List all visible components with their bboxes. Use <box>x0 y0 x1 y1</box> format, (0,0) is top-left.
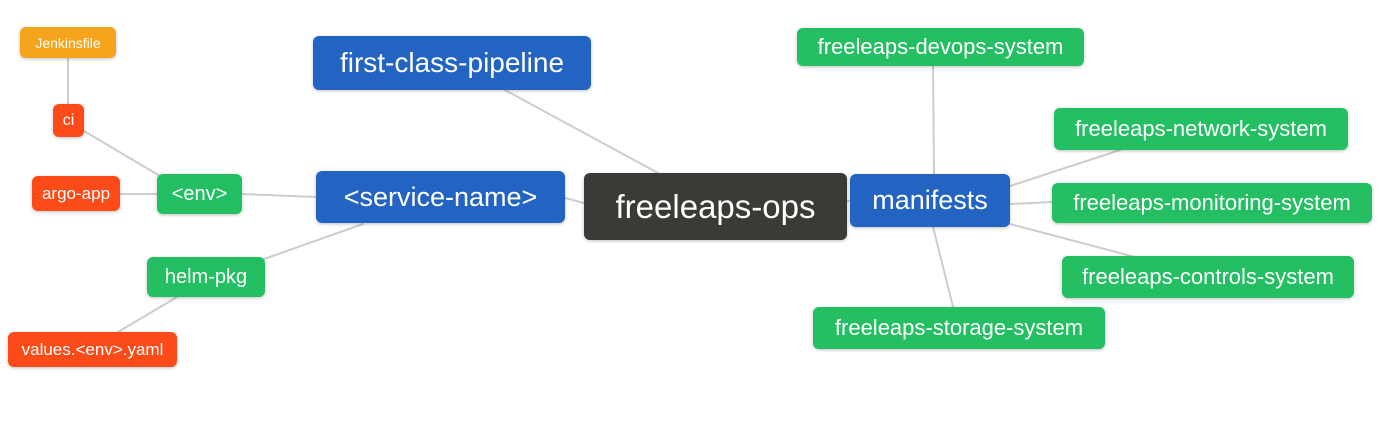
node-argo-app[interactable]: argo-app <box>32 176 120 211</box>
edge-service-name-root <box>564 197 585 204</box>
node-first-class-pipeline[interactable]: first-class-pipeline <box>313 36 591 90</box>
edge-manifests-devops <box>932 65 935 175</box>
edge-helm-pkg-values <box>117 296 178 333</box>
node-freeleaps-network-system[interactable]: freeleaps-network-system <box>1054 108 1348 150</box>
node-values-env-yaml[interactable]: values.<env>.yaml <box>8 332 177 367</box>
node-freeleaps-storage-system[interactable]: freeleaps-storage-system <box>813 307 1105 349</box>
node-jenkinsfile[interactable]: Jenkinsfile <box>20 27 116 58</box>
node-service-name[interactable]: <service-name> <box>316 171 565 223</box>
edge-manifests-network <box>1009 149 1121 187</box>
node-freeleaps-monitoring-system[interactable]: freeleaps-monitoring-system <box>1052 183 1372 223</box>
edge-manifests-controls <box>1009 223 1136 258</box>
node-helm-pkg[interactable]: helm-pkg <box>147 257 265 297</box>
node-freeleaps-ops-root[interactable]: freeleaps-ops <box>584 173 847 240</box>
node-env[interactable]: <env> <box>157 174 242 214</box>
node-manifests[interactable]: manifests <box>850 174 1010 227</box>
node-ci[interactable]: ci <box>53 104 84 137</box>
node-freeleaps-devops-system[interactable]: freeleaps-devops-system <box>797 28 1084 66</box>
edge-manifests-storage <box>932 226 954 308</box>
edge-env-service-name <box>241 193 317 198</box>
edge-pipeline-root <box>504 89 659 174</box>
edge-ci-env <box>83 130 161 177</box>
edge-manifests-monitoring <box>1009 201 1053 205</box>
edge-helm-pkg-service-name <box>263 223 364 260</box>
node-freeleaps-controls-system[interactable]: freeleaps-controls-system <box>1062 256 1354 298</box>
